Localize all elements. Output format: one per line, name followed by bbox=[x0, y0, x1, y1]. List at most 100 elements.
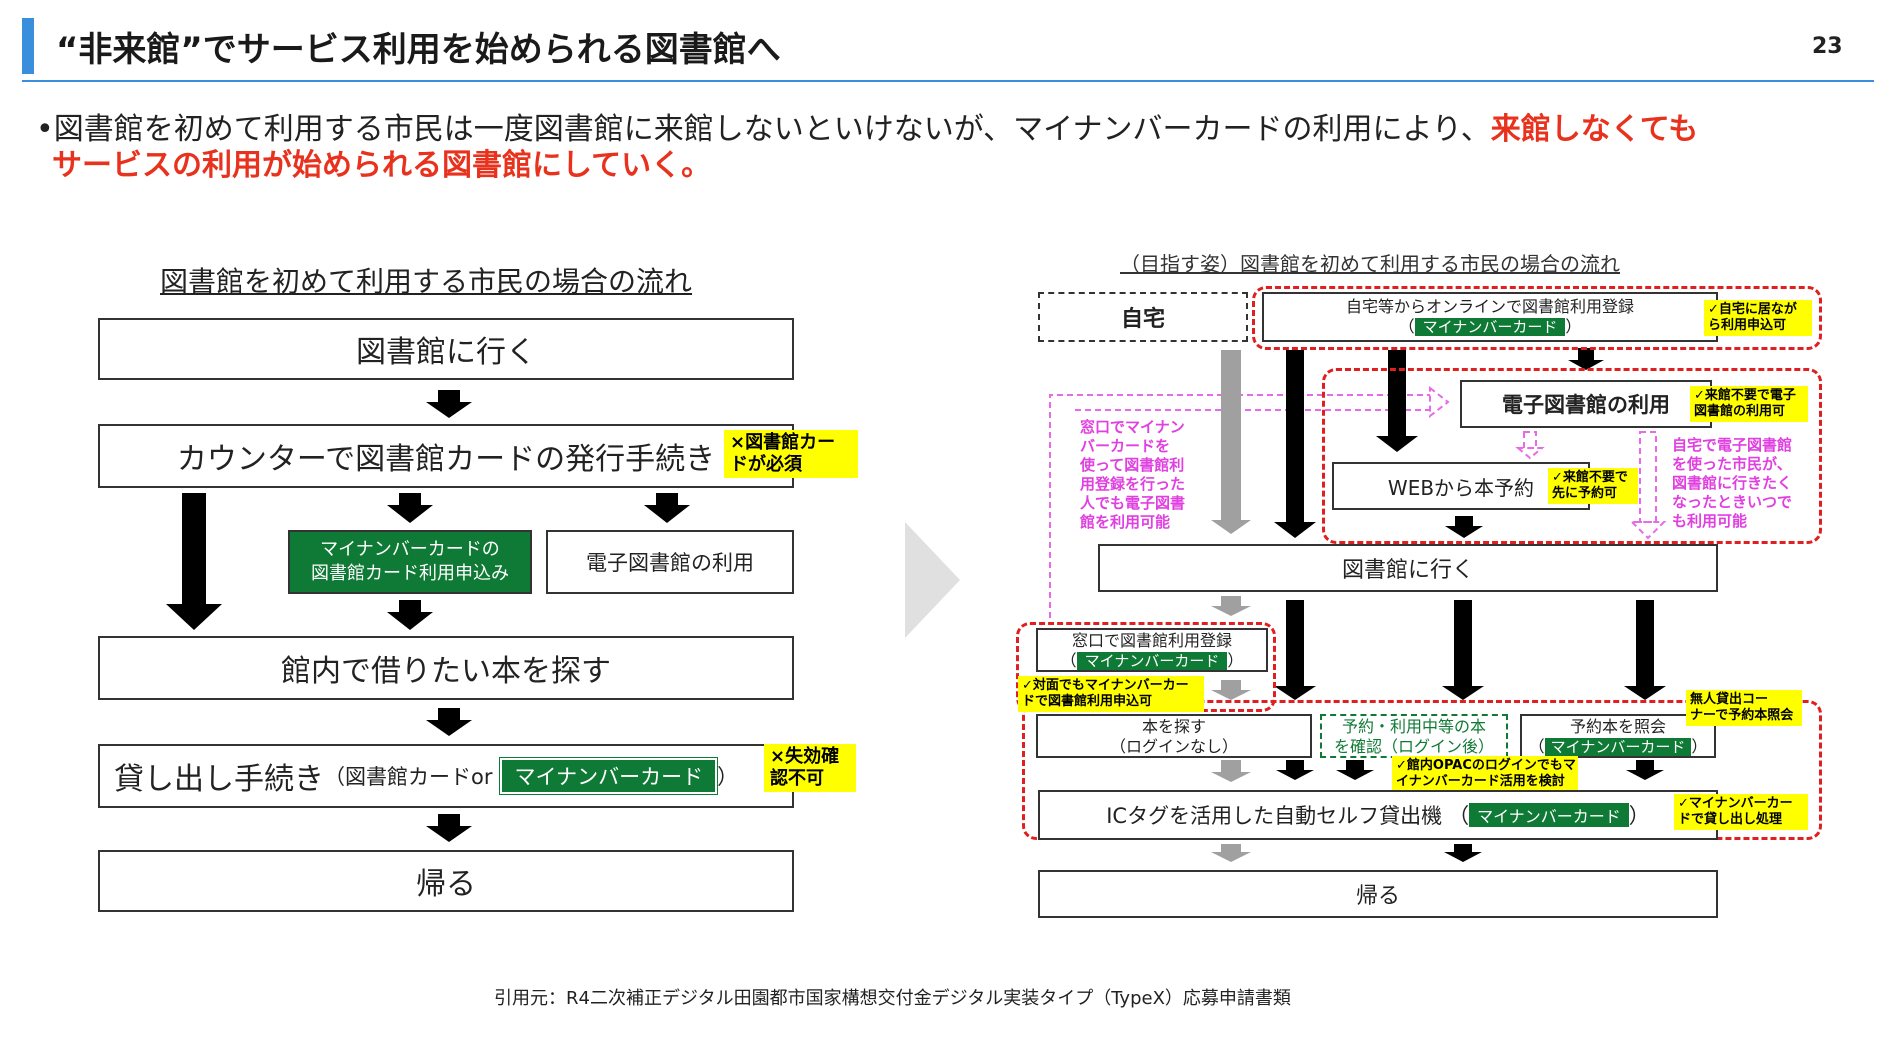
lead-bullet: • bbox=[36, 112, 54, 147]
note-line: ×失効確 bbox=[770, 746, 840, 767]
left-e-library: 電子図書館の利用 bbox=[546, 530, 794, 594]
right-e-library-label: 電子図書館の利用 bbox=[1502, 393, 1670, 417]
checkout-badge: マイナンバーカード bbox=[499, 757, 719, 795]
header-underline bbox=[22, 80, 1874, 82]
right-e-library: 電子図書館の利用 bbox=[1460, 380, 1712, 428]
note-line: ✓来館不要で bbox=[1552, 470, 1628, 485]
reserved-badge-wrap: （マイナンバーカード） bbox=[1528, 737, 1708, 756]
online-reg-label: 自宅等からオンラインで図書館利用登録 bbox=[1345, 297, 1634, 316]
check-line: を確認（ログイン後） bbox=[1333, 737, 1494, 756]
check-line: 予約・利用中等の本 bbox=[1341, 717, 1486, 736]
note-line: ドで貸し出し処理 bbox=[1678, 812, 1783, 827]
self-checkout-label: ICタグを活用した自動セルフ貸出機 bbox=[1106, 804, 1443, 828]
header-accent-bar bbox=[22, 18, 34, 74]
lead-paragraph: •図書館を初めて利用する市民は一度図書館に来館しないといけないが、マイナンバーカ… bbox=[36, 112, 1876, 184]
right-return: 帰る bbox=[1038, 870, 1718, 918]
pink-line: 自宅で電子図書館 bbox=[1672, 436, 1793, 454]
web-reserve-label: WEBから本予約 bbox=[1387, 475, 1535, 500]
search-line: 本を探す bbox=[1141, 717, 1206, 736]
counter-reg-badge: マイナンバーカード bbox=[1076, 652, 1228, 670]
pink-line: バーカードを bbox=[1080, 437, 1171, 455]
right-self-checkout: ICタグを活用した自動セルフ貸出機 （マイナンバーカード） bbox=[1038, 790, 1718, 840]
note-home: ✓自宅に居なが ら利用申込可 bbox=[1704, 300, 1812, 336]
page-number: 23 bbox=[1812, 34, 1843, 59]
note-line: ら利用申込可 bbox=[1708, 318, 1787, 333]
left-step-search-label: 館内で借りたい本を探す bbox=[281, 654, 611, 689]
left-step-counter-label: カウンターで図書館カードの発行手続き bbox=[176, 442, 716, 477]
note-self-checkout: ✓マイナンバーカー ドで貸し出し処理 bbox=[1674, 794, 1808, 830]
reserved-badge: マイナンバーカード bbox=[1544, 738, 1692, 756]
note-line: ✓自宅に居なが bbox=[1708, 302, 1797, 317]
note-face: ✓対面でもマイナンバーカー ドで図書館利用申込可 bbox=[1018, 676, 1204, 712]
left-step-search: 館内で借りたい本を探す bbox=[98, 636, 794, 700]
right-reserved: 予約本を照会 （マイナンバーカード） bbox=[1520, 714, 1716, 758]
right-search: 本を探す （ログインなし） bbox=[1036, 714, 1312, 758]
pink-line: なったときいつで bbox=[1672, 493, 1793, 511]
checkout-sub: （図書館カードor bbox=[324, 765, 493, 789]
left-note-card-required: ×図書館カー ドが必須 bbox=[724, 430, 858, 478]
page-title: “非来館”でサービス利用を始められる図書館へ bbox=[56, 30, 781, 70]
note-e-library: ✓来館不要で電子 図書館の利用可 bbox=[1690, 386, 1808, 422]
pink-line: 図書館に行きたく bbox=[1672, 474, 1793, 492]
note-line: ✓来館不要で電子 bbox=[1694, 388, 1796, 403]
lead-red-2: サービスの利用が始められる図書館にしていく。 bbox=[52, 148, 712, 183]
right-web-reserve: WEBから本予約 bbox=[1332, 462, 1590, 510]
right-check: 予約・利用中等の本 を確認（ログイン後） bbox=[1320, 714, 1508, 758]
pink-line: 館を利用可能 bbox=[1080, 513, 1171, 531]
note-line: 認不可 bbox=[770, 768, 824, 789]
pink-line: 窓口でマイナン bbox=[1080, 418, 1185, 436]
pink-line: を使った市民が、 bbox=[1672, 455, 1792, 473]
right-home: 自宅 bbox=[1038, 292, 1248, 342]
note-line: イナンバーカード活用を検討 bbox=[1396, 774, 1565, 789]
apply-line: マイナンバーカードの bbox=[320, 539, 500, 560]
pink-note-left: 窓口でマイナン バーカードを 使って図書館利 用登録を行った 人でも電子図書 館… bbox=[1080, 418, 1185, 532]
left-mynumber-apply: マイナンバーカードの 図書館カード利用申込み bbox=[288, 530, 532, 594]
checkout-close: ） bbox=[717, 765, 739, 789]
pink-line: 用登録を行った bbox=[1080, 475, 1186, 493]
pink-line: も利用可能 bbox=[1672, 512, 1748, 530]
note-line: ドが必須 bbox=[730, 454, 802, 475]
lead-text: 図書館を初めて利用する市民は一度図書館に来館しないといけないが、マイナンバーカー… bbox=[53, 112, 1491, 147]
left-step-checkout: 貸し出し手続き （図書館カードor マイナンバーカード ） bbox=[98, 744, 794, 808]
note-opac: ✓館内OPACのログインでもマ イナンバーカード活用を検討 bbox=[1392, 756, 1578, 792]
online-reg-badge-wrap: （マイナンバーカード） bbox=[1398, 317, 1582, 336]
note-line: ✓館内OPACのログインでもマ bbox=[1396, 758, 1576, 773]
pink-line: 使って図書館利 bbox=[1080, 456, 1185, 474]
left-diagram-title: 図書館を初めて利用する市民の場合の流れ bbox=[160, 265, 693, 298]
lead-red-1: 来館しなくても bbox=[1490, 112, 1699, 147]
online-reg-badge: マイナンバーカード bbox=[1414, 318, 1566, 336]
search-line: （ログインなし） bbox=[1109, 737, 1238, 756]
checkout-main: 貸し出し手続き bbox=[114, 762, 324, 797]
right-diagram-title: （目指す姿）図書館を初めて利用する市民の場合の流れ bbox=[1120, 252, 1620, 276]
note-line: ×図書館カー bbox=[730, 432, 836, 453]
citation: 引用元：R4二次補正デジタル田園都市国家構想交付金デジタル実装タイプ（TypeX… bbox=[494, 988, 1291, 1009]
right-go-library-label: 図書館に行く bbox=[1341, 558, 1474, 583]
self-checkout-badge: マイナンバーカード bbox=[1469, 803, 1629, 827]
left-note-invalid: ×失効確 認不可 bbox=[764, 744, 856, 792]
left-e-library-label: 電子図書館の利用 bbox=[586, 551, 754, 575]
reserved-label: 予約本を照会 bbox=[1569, 717, 1666, 736]
left-step-go-library: 図書館に行く bbox=[98, 318, 794, 380]
note-line: 無人貸出コー bbox=[1690, 692, 1769, 707]
right-go-library: 図書館に行く bbox=[1098, 544, 1718, 592]
apply-line: 図書館カード利用申込み bbox=[311, 563, 509, 584]
note-unmanned: 無人貸出コー ナーで予約本照会 bbox=[1686, 690, 1802, 726]
region-online-registration bbox=[1252, 286, 1822, 350]
counter-reg-label: 窓口で図書館利用登録 bbox=[1071, 631, 1232, 650]
note-web: ✓来館不要で 先に予約可 bbox=[1548, 468, 1638, 504]
note-line: 図書館の利用可 bbox=[1694, 404, 1786, 419]
note-line: ドで図書館利用申込可 bbox=[1022, 694, 1153, 709]
note-line: ✓対面でもマイナンバーカー bbox=[1022, 678, 1189, 693]
note-line: ✓マイナンバーカー bbox=[1678, 796, 1793, 811]
right-counter-reg: 窓口で図書館利用登録 （マイナンバーカード） bbox=[1036, 628, 1268, 672]
region-e-library bbox=[1322, 368, 1822, 544]
left-step-counter: カウンターで図書館カードの発行手続き bbox=[98, 424, 794, 488]
counter-reg-badge-wrap: （マイナンバーカード） bbox=[1060, 651, 1244, 670]
right-return-label: 帰る bbox=[1355, 884, 1400, 909]
note-line: 先に予約可 bbox=[1552, 486, 1618, 501]
note-line: ナーで予約本照会 bbox=[1690, 708, 1794, 723]
left-step-return: 帰る bbox=[98, 850, 794, 912]
pink-note-right: 自宅で電子図書館 を使った市民が、 図書館に行きたく なったときいつで も利用可… bbox=[1672, 436, 1792, 531]
right-online-reg: 自宅等からオンラインで図書館利用登録 （マイナンバーカード） bbox=[1262, 292, 1718, 342]
left-step-return-label: 帰る bbox=[416, 867, 476, 902]
